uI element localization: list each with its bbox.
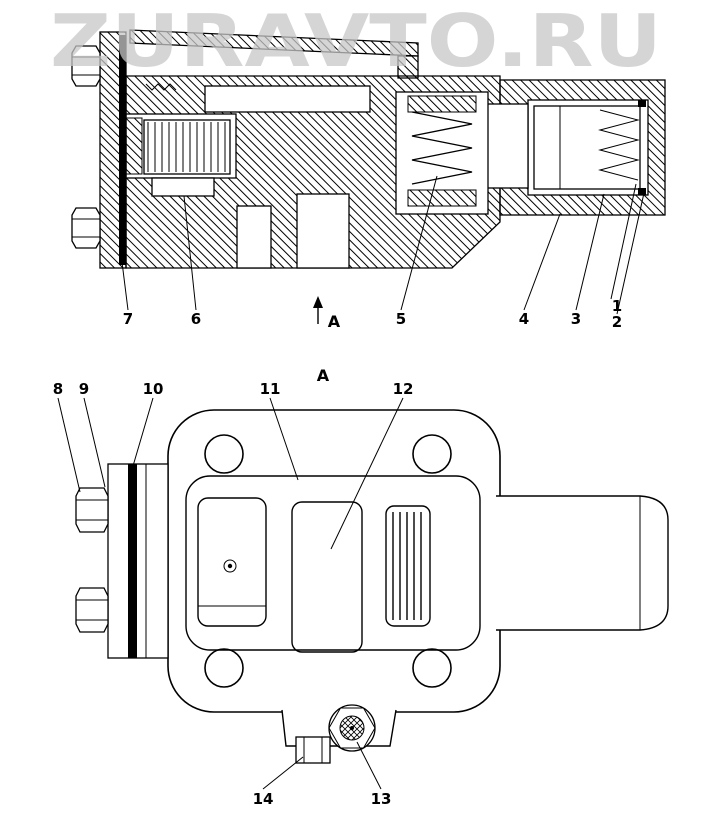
gasket-strip xyxy=(119,35,126,265)
port-center xyxy=(291,501,363,653)
callout-part-5: 5 xyxy=(396,310,406,328)
watermark-text: ZURAVTO.RU xyxy=(50,0,662,83)
bolt-lower xyxy=(71,207,101,249)
callout-part-12: 12 xyxy=(393,380,414,398)
bolt-upper xyxy=(71,45,101,87)
port-slot-left xyxy=(236,205,272,269)
callout-part-9: 9 xyxy=(79,380,89,398)
callout-part-3: 3 xyxy=(571,310,581,328)
callout-part-6: 6 xyxy=(191,310,201,328)
callout-part-10: 10 xyxy=(143,380,164,398)
bolt-plan-upper xyxy=(75,487,109,533)
extension-outline xyxy=(496,495,669,631)
face-contour xyxy=(185,475,481,651)
section-arrow: A xyxy=(313,296,341,331)
extension-fill xyxy=(496,496,668,630)
spring-seat xyxy=(151,177,215,197)
port-left xyxy=(197,497,267,627)
seal-ring-bottom xyxy=(638,188,646,195)
callout-part-4: 4 xyxy=(519,310,529,328)
bolt-plan-lower xyxy=(75,587,109,633)
mounting-plate-plan xyxy=(107,463,169,659)
callout-part-2: 2 xyxy=(612,313,622,331)
bolt-hole xyxy=(204,434,244,474)
port-ribbed xyxy=(385,505,431,627)
neck-passage xyxy=(485,103,529,189)
callout-part-13: 13 xyxy=(371,790,392,808)
seal-ring-top xyxy=(638,100,646,107)
spool-bottom xyxy=(407,189,477,207)
plan-view-label: A xyxy=(317,366,330,385)
spool-top xyxy=(407,95,477,113)
valve-spring xyxy=(411,111,473,185)
piston-return-spring xyxy=(598,109,640,181)
main-spring-outline xyxy=(143,119,231,175)
section-leader-lines xyxy=(120,175,645,315)
callout-part-14: 14 xyxy=(253,790,274,808)
section-view: 7 6 5 4 3 1 2 A xyxy=(71,29,666,331)
section-arrow-label: A xyxy=(328,312,341,331)
piston xyxy=(533,105,641,190)
plan-leader-lines xyxy=(57,397,404,790)
port-slot-center xyxy=(296,193,350,269)
bolt-hole xyxy=(412,434,452,474)
lock-washer xyxy=(145,83,177,91)
bolt-hole xyxy=(204,648,244,688)
drain-plug xyxy=(328,704,376,752)
callout-part-11: 11 xyxy=(260,380,281,398)
spring-plug xyxy=(125,117,143,175)
gasket-strip-plan xyxy=(128,464,137,658)
callout-part-1: 1 xyxy=(612,297,622,315)
upper-cavity xyxy=(204,85,371,113)
plan-view: A xyxy=(53,366,669,808)
callout-part-8: 8 xyxy=(53,380,63,398)
main-spring-coils xyxy=(147,122,226,172)
bolt-hole xyxy=(412,648,452,688)
callout-part-7: 7 xyxy=(123,310,133,328)
